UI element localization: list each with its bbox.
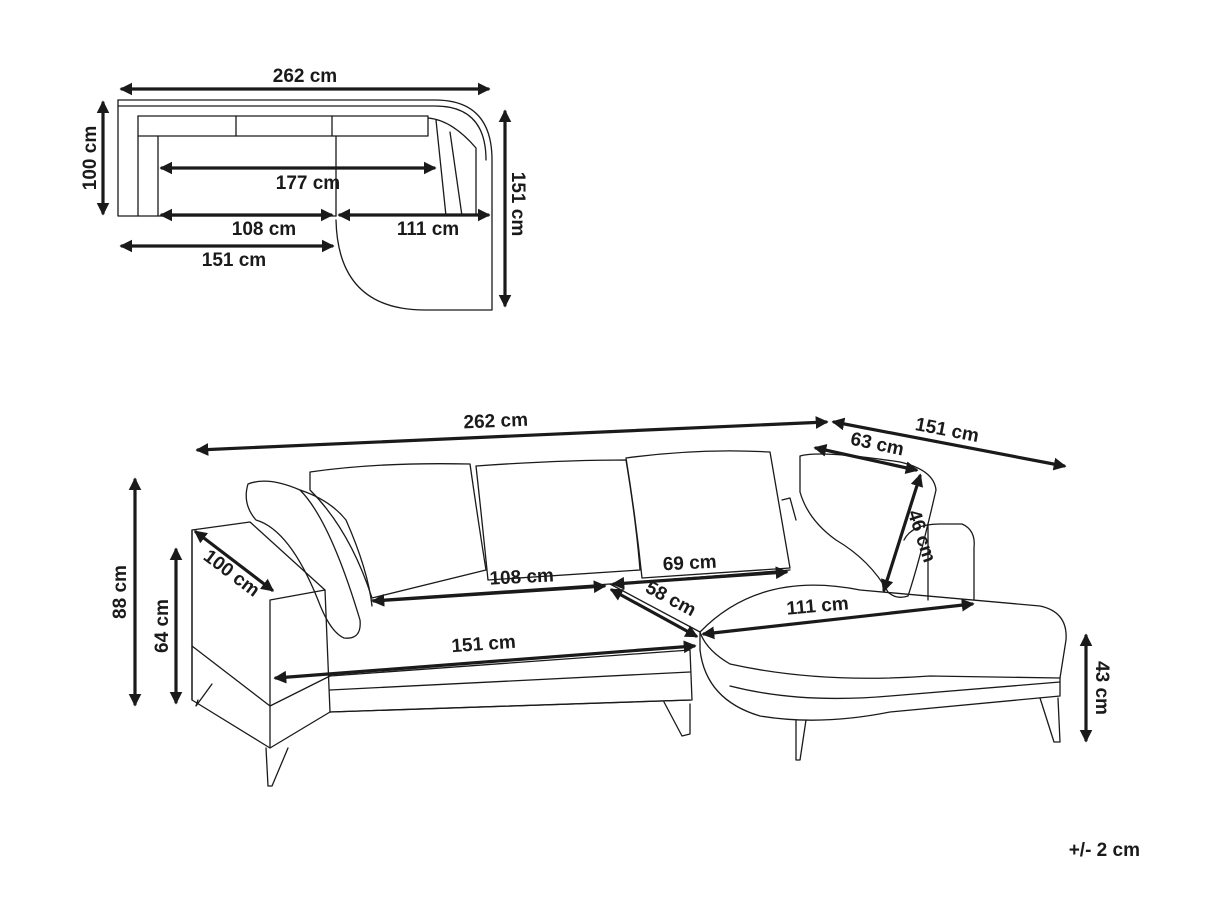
dim-seat-left-line (371, 580, 607, 607)
top-view-dimensions (96, 82, 512, 308)
perspective-labels: 262 cm 151 cm 63 cm 46 cm 100 cm 88 cm 6… (110, 410, 1112, 715)
perspective-sofa-legs (195, 683, 1061, 787)
label-total-height: 88 cm (110, 565, 131, 619)
perspective-sofa-outline (191, 450, 1067, 749)
dim-base-front-line (273, 640, 697, 684)
label-chaise-seat: 111 cm (786, 593, 850, 619)
label-top-seat-width: 177 cm (276, 173, 340, 194)
dim-seat-middle-line (611, 566, 789, 590)
label-base-front: 151 cm (451, 632, 517, 657)
label-cushion-height: 46 cm (903, 507, 940, 565)
dim-width-line (195, 416, 829, 456)
label-top-seat-right: 111 cm (397, 219, 459, 240)
top-view-outline (117, 99, 493, 311)
label-top-seat-left: 108 cm (232, 219, 296, 240)
dim-armrest-depth-line (193, 530, 275, 592)
label-seat-depth: 58 cm (642, 577, 699, 621)
label-top-depth-left: 100 cm (80, 126, 101, 190)
label-width: 262 cm (463, 410, 528, 434)
label-seat-left: 108 cm (489, 565, 554, 589)
top-view-labels: 262 cm 100 cm 151 cm 177 cm 108 cm 111 c… (80, 66, 528, 271)
dim-chaise-seat-line (701, 598, 975, 640)
label-seat-height: 43 cm (1091, 661, 1112, 715)
tolerance-note: +/- 2 cm (1069, 840, 1140, 861)
dim-cushion-height-line (880, 473, 924, 593)
dim-chaise-length-line (831, 417, 1067, 471)
label-top-depth-right: 151 cm (507, 172, 528, 236)
label-seat-middle: 69 cm (662, 552, 717, 576)
label-armrest-depth: 100 cm (199, 546, 263, 602)
label-top-base-width: 151 cm (202, 250, 266, 271)
label-armrest-height: 64 cm (152, 599, 173, 653)
dim-seat-depth-line (609, 588, 699, 638)
label-top-width: 262 cm (273, 66, 337, 87)
dim-cushion-width-line (813, 443, 919, 475)
perspective-dimensions (128, 416, 1093, 743)
